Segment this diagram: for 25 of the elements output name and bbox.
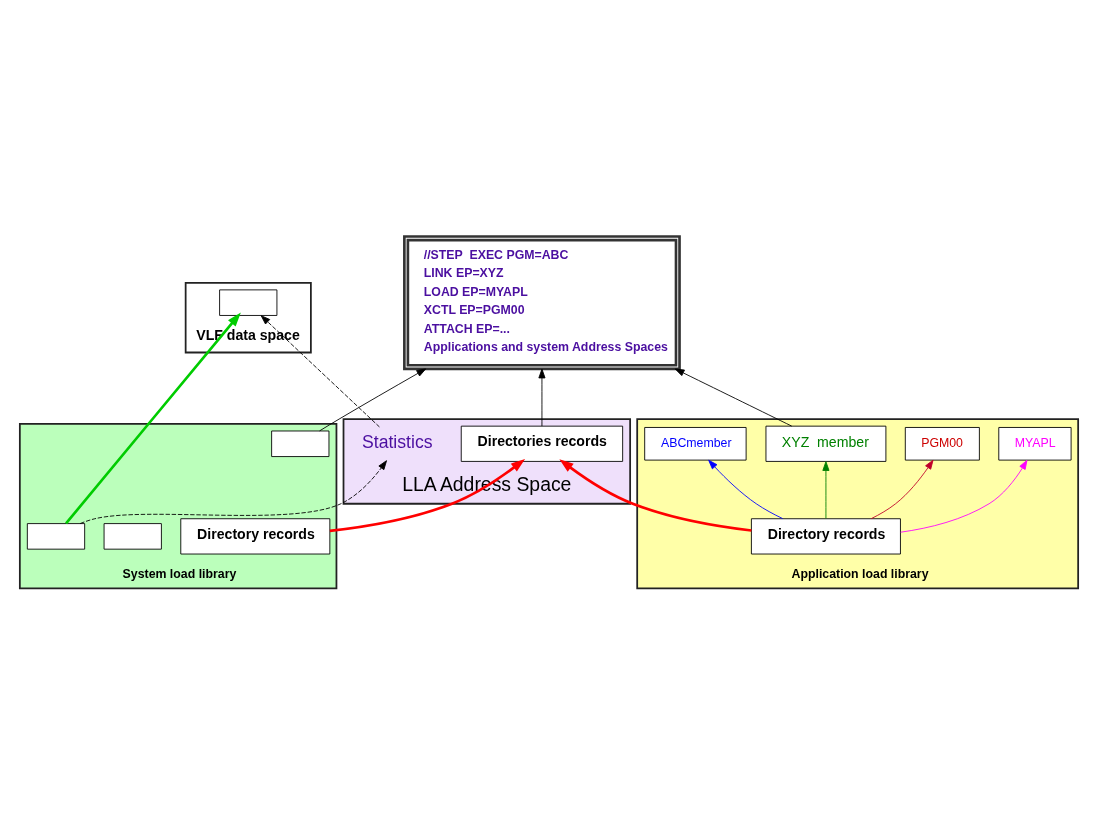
cluster: VLF data space [184, 281, 312, 354]
node-box: PGM00 [904, 427, 980, 461]
arrow [538, 368, 546, 427]
node-box [26, 523, 86, 550]
arrow [260, 315, 380, 428]
node-box [219, 289, 278, 316]
node-box [103, 523, 162, 550]
arrow [65, 312, 241, 525]
arrow [79, 460, 387, 524]
arrow [870, 459, 934, 520]
node-box: Directory records [180, 518, 331, 555]
node-box: ABCmember [644, 427, 747, 461]
arrow [822, 461, 830, 519]
arrow [329, 459, 526, 533]
node-box: MYAPL [998, 427, 1072, 461]
arrow [319, 368, 427, 432]
arrow [900, 459, 1028, 533]
node-box [271, 430, 330, 457]
node-box: XYZ member [765, 425, 887, 462]
node-text: Statistics [362, 432, 433, 453]
node-box: Directories records [460, 425, 624, 462]
arrow [559, 459, 752, 532]
arrow [708, 459, 784, 520]
arrow [674, 368, 793, 427]
node-box: Directory records [750, 518, 901, 555]
